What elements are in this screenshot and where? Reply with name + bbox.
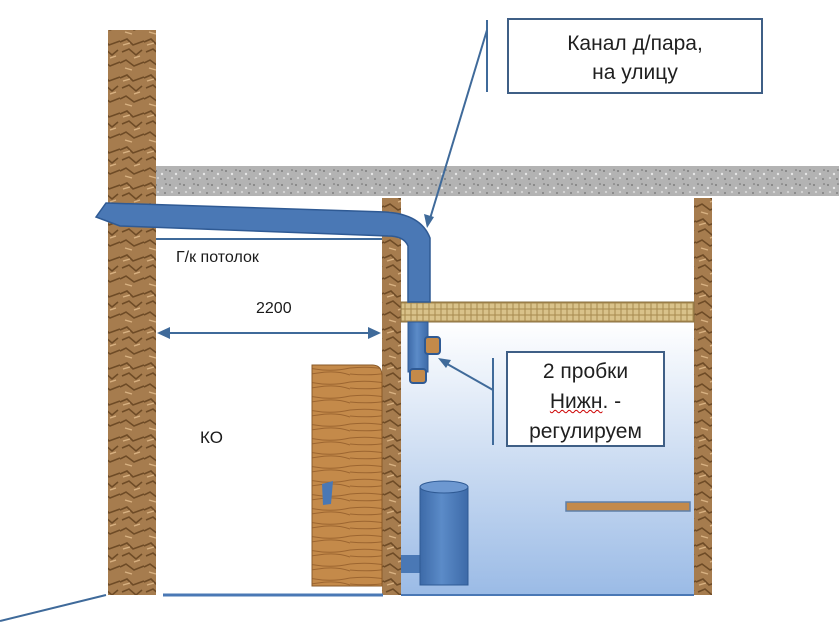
door	[311, 364, 383, 587]
callout-plugs-line2: Нижн. -	[549, 390, 622, 413]
stove-connector	[401, 555, 422, 573]
callout-arrow-channel	[424, 29, 488, 228]
leader-line-bottom	[0, 594, 107, 622]
right-wall	[694, 198, 712, 595]
door-handle	[322, 481, 333, 505]
steam-room-ceiling	[400, 301, 695, 323]
stove	[419, 486, 469, 586]
callout-plugs-line1: 2 пробки	[542, 360, 629, 383]
ceiling-label: Г/к потолок	[176, 249, 259, 266]
callout-steam-channel: Канал д/пара, на улицу	[507, 18, 763, 94]
plug-lower	[409, 368, 427, 384]
plug-upper	[424, 336, 441, 355]
callout-steam-channel-line2: на улицу	[592, 61, 678, 84]
outer-wall	[108, 30, 156, 595]
room-label: КО	[200, 428, 223, 447]
callout-steam-channel-line1: Канал д/пара,	[567, 32, 703, 55]
width-dimension-arrow	[157, 327, 381, 339]
bench-shelf	[565, 501, 691, 512]
partition-wall	[382, 198, 401, 595]
callout-arrow-plugs	[438, 358, 494, 391]
stove-top	[419, 480, 469, 494]
callout-plugs: 2 пробки Нижн. - регулируем	[506, 351, 665, 447]
concrete-slab	[156, 166, 839, 196]
callout-plugs-line3: регулируем	[529, 420, 642, 443]
steam-pipe-horizontal	[94, 202, 431, 303]
width-dimension-label: 2200	[256, 300, 292, 317]
